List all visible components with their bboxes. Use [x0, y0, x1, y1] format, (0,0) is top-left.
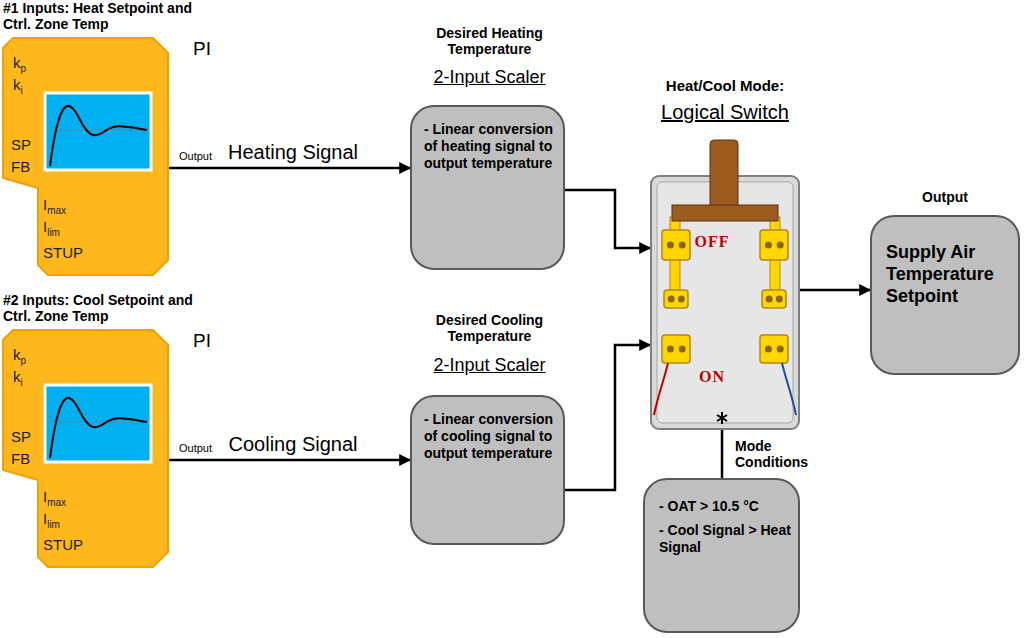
gain-label: ki — [13, 76, 23, 97]
scaler-heading: Desired Heating Temperature — [407, 25, 572, 57]
switch-heading: Heat/Cool Mode: — [635, 77, 815, 94]
pi-controller: #1 Inputs: Heat Setpoint and Ctrl. Zone … — [3, 38, 168, 275]
gain-label: ki — [13, 368, 23, 389]
scaler-box: Desired Heating Temperature2-Input Scale… — [410, 105, 565, 270]
switch-position: ON — [692, 368, 732, 386]
signal-connector — [168, 459, 410, 462]
knife-switch-drawing — [650, 175, 800, 430]
input-heading: #2 Inputs: Cool Setpoint and Ctrl. Zone … — [3, 292, 218, 324]
mode-conditions-box: Mode Conditions- OAT > 10.5 °C- Cool Sig… — [643, 478, 800, 633]
conditions-heading: Mode Conditions — [735, 438, 820, 470]
gain-label: kp — [13, 346, 26, 367]
signal-connector — [800, 289, 870, 292]
controller-type: PI — [193, 330, 211, 352]
scaler-box: Desired Cooling Temperature2-Input Scale… — [410, 395, 565, 545]
output-name: Supply Air Temperature Setpoint — [886, 241, 1012, 307]
port-label: SP — [11, 428, 31, 445]
gain-label: kp — [13, 54, 26, 75]
port-label: FB — [11, 158, 30, 175]
output-box: OutputSupply Air Temperature Setpoint — [870, 215, 1020, 375]
pi-controller: #2 Inputs: Cool Setpoint and Ctrl. Zone … — [3, 330, 168, 567]
signal-connector — [565, 345, 650, 490]
signal-label: Heating Signal — [226, 141, 360, 164]
port-label: Imax — [43, 488, 66, 509]
port-label: FB — [11, 450, 30, 467]
output-label: Output — [179, 150, 212, 163]
scaler-description: - Linear conversion of heating signal to… — [424, 121, 554, 172]
port-label: STUP — [43, 536, 83, 553]
signal-label: Cooling Signal — [227, 433, 360, 456]
switch-position: OFF — [692, 233, 732, 251]
switch-title: Logical Switch — [630, 101, 820, 124]
port-label: Ilim — [43, 510, 60, 531]
condition-item: - OAT > 10.5 °C — [659, 498, 794, 515]
output-label: Output — [179, 442, 212, 455]
condition-item: - Cool Signal > Heat Signal — [659, 522, 794, 556]
port-label: Ilim — [43, 218, 60, 239]
port-label: Imax — [43, 196, 66, 217]
logical-switch: Heat/Cool Mode:Logical SwitchOFFON — [650, 175, 800, 430]
scaler-description: - Linear conversion of cooling signal to… — [424, 411, 554, 462]
port-label: SP — [11, 136, 31, 153]
scaler-heading: Desired Cooling Temperature — [407, 312, 572, 344]
signal-connector — [168, 167, 410, 170]
pi-block-shape — [3, 38, 168, 275]
output-heading: Output — [870, 189, 1020, 205]
signal-connector — [721, 430, 724, 478]
scaler-title: 2-Input Scaler — [402, 355, 577, 376]
input-heading: #1 Inputs: Heat Setpoint and Ctrl. Zone … — [3, 0, 218, 32]
port-label: STUP — [43, 244, 83, 261]
pi-block-shape — [3, 330, 168, 567]
signal-connector — [565, 190, 650, 248]
scaler-title: 2-Input Scaler — [402, 67, 577, 88]
controller-type: PI — [193, 38, 211, 60]
